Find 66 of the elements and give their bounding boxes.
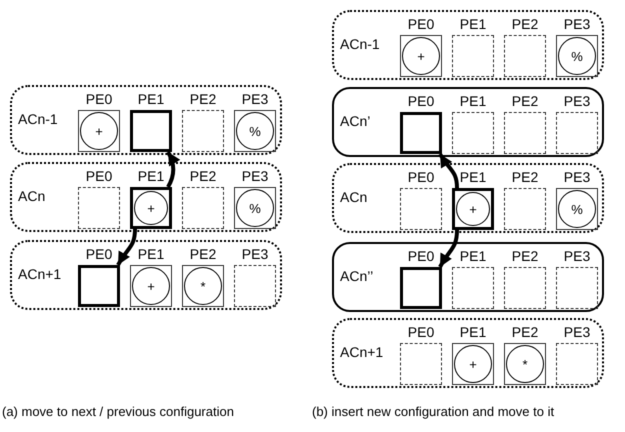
- configuration-band: [332, 318, 604, 388]
- pe-label: PE0: [84, 91, 114, 107]
- pe-label: PE3: [240, 246, 270, 262]
- pe-label: PE0: [406, 169, 436, 185]
- pe-label: PE3: [562, 93, 592, 109]
- arrow: [116, 228, 137, 266]
- operation-circle: +: [80, 112, 118, 150]
- pe-label: PE0: [406, 93, 436, 109]
- pe-label: PE0: [84, 168, 114, 184]
- pe-label: PE2: [510, 93, 540, 109]
- pe-label: PE1: [458, 16, 488, 32]
- pe-label: PE1: [458, 248, 488, 264]
- pe-label: PE2: [188, 91, 218, 107]
- pe-label: PE2: [510, 169, 540, 185]
- operation-circle: %: [558, 190, 596, 228]
- configuration-label: ACn-1: [18, 111, 58, 127]
- arrow: [438, 152, 459, 188]
- operation-circle: %: [236, 112, 274, 150]
- pe-label: PE2: [188, 246, 218, 262]
- configuration-band: [332, 10, 604, 80]
- configuration-band: [332, 163, 604, 233]
- configuration-label: ACn’: [340, 113, 370, 129]
- configuration-label: ACn+1: [18, 266, 62, 282]
- pe-label: PE3: [562, 248, 592, 264]
- pe-label: PE0: [84, 246, 114, 262]
- pe-label: PE2: [510, 248, 540, 264]
- pe-label: PE1: [136, 246, 166, 262]
- pe-label: PE2: [188, 168, 218, 184]
- configuration-label: ACn-1: [340, 36, 380, 52]
- configuration-band: [10, 240, 282, 310]
- configuration-label: ACn: [18, 188, 46, 204]
- pe-label: PE3: [240, 168, 270, 184]
- pe-label: PE1: [458, 93, 488, 109]
- configuration-band: [10, 85, 282, 155]
- operation-circle: %: [558, 37, 596, 75]
- configuration-band: [332, 87, 604, 157]
- operation-circle: *: [184, 267, 222, 305]
- operation-circle: %: [236, 189, 274, 227]
- configuration-label: ACn+1: [340, 344, 384, 360]
- pe-label: PE1: [136, 91, 166, 107]
- caption: (b) insert new configuration and move to it: [312, 404, 554, 419]
- pe-label: PE3: [562, 169, 592, 185]
- configuration-band: [332, 242, 604, 312]
- pe-label: PE0: [406, 324, 436, 340]
- pe-label: PE1: [458, 169, 488, 185]
- operation-circle: *: [506, 345, 544, 383]
- operation-circle: +: [456, 192, 490, 226]
- pe-label: PE3: [562, 324, 592, 340]
- operation-circle: +: [454, 345, 492, 383]
- configuration-label: ACn’’: [340, 268, 374, 284]
- operation-circle: +: [134, 191, 168, 225]
- configuration-label: ACn: [340, 189, 368, 205]
- pe-label: PE0: [406, 16, 436, 32]
- pe-label: PE2: [510, 324, 540, 340]
- arrow: [166, 151, 180, 188]
- operation-circle: +: [132, 267, 170, 305]
- caption: (a) move to next / previous configuration: [2, 404, 234, 419]
- pe-label: PE3: [240, 91, 270, 107]
- pe-label: PE1: [136, 168, 166, 184]
- pe-label: PE1: [458, 324, 488, 340]
- arrow: [438, 230, 459, 268]
- pe-label: PE2: [510, 16, 540, 32]
- pe-label: PE3: [562, 16, 592, 32]
- configuration-band: [10, 162, 282, 232]
- pe-label: PE0: [406, 248, 436, 264]
- operation-circle: +: [402, 37, 440, 75]
